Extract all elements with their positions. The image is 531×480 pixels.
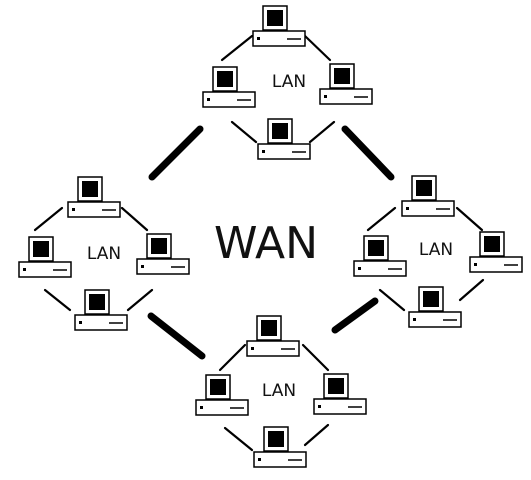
lan-link (126, 288, 154, 312)
computer-icon (253, 426, 307, 468)
computer-icon (67, 176, 121, 218)
computer-icon (319, 63, 373, 105)
computer-icon (313, 373, 367, 415)
computer-icon (408, 286, 462, 328)
computer-icon (195, 374, 249, 416)
computer-icon (353, 235, 407, 277)
lan-left: LAN (18, 176, 190, 331)
lan-bottom: LAN (195, 315, 367, 468)
lan-label: LAN (419, 240, 453, 260)
wan-link-bottom-left (147, 312, 206, 360)
computer-icon (74, 289, 128, 331)
wan-label: WAN (214, 218, 318, 269)
lan-label: LAN (87, 244, 121, 264)
lan-label: LAN (272, 72, 306, 92)
wan-link-bottom-right (331, 297, 379, 334)
lan-link (218, 343, 247, 372)
computer-icon (202, 66, 256, 108)
computer-icon (469, 231, 523, 273)
computer-icon (257, 118, 311, 160)
lan-link (303, 34, 332, 62)
lan-link (220, 34, 254, 62)
lan-link (120, 206, 149, 232)
lan-link (43, 288, 72, 312)
lan-link (458, 278, 485, 302)
lan-label: LAN (262, 381, 296, 401)
wan-link-top-left (148, 125, 204, 181)
lan-link (455, 206, 484, 232)
wan-links (147, 125, 395, 360)
lan-link (378, 288, 406, 312)
lan-link (33, 206, 64, 232)
lan-link (223, 426, 254, 452)
computer-icon (252, 5, 306, 47)
lan-top: LAN (202, 5, 373, 160)
computer-icon (18, 236, 72, 278)
computer-icon (246, 315, 300, 357)
lan-link (308, 120, 336, 144)
lan-right: LAN (353, 175, 523, 328)
lan-link (303, 423, 330, 447)
computer-icon (401, 175, 455, 217)
lan-link (301, 343, 330, 372)
lan-link (366, 206, 397, 232)
lan-link (230, 120, 258, 144)
wan-link-top-right (341, 125, 395, 181)
computer-icon (136, 233, 190, 275)
